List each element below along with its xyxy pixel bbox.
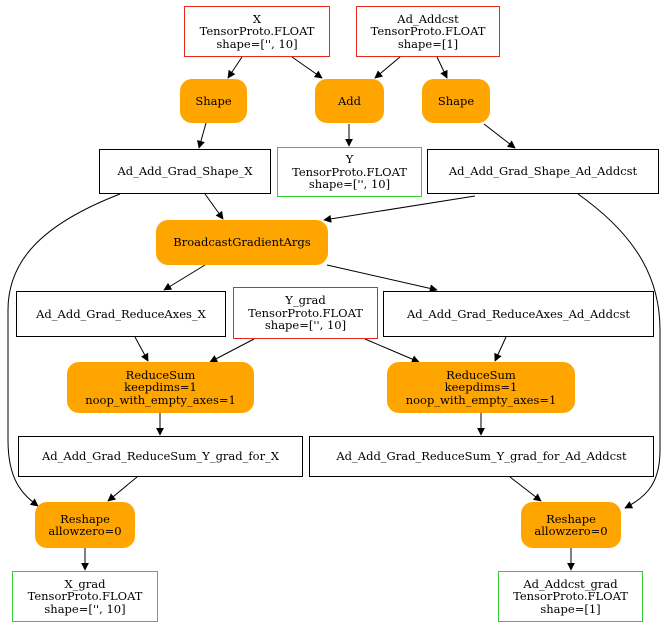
edge-addcst-to-shape-addcst — [436, 56, 448, 79]
node-line: Ad_Addcst — [397, 11, 459, 26]
reshape-x-op-node[interactable]: Reshape allowzero=0 — [35, 502, 135, 548]
shape-addcst-op-node[interactable]: Shape — [422, 79, 490, 123]
broadcast-gradient-args-op-node[interactable]: BroadcastGradientArgs — [156, 220, 328, 265]
node-line: TensorProto.FLOAT — [199, 24, 315, 39]
node-line: BroadcastGradientArgs — [173, 235, 311, 250]
node-line: ReduceSum — [125, 367, 196, 382]
reducesum-y-grad-for-x-node[interactable]: Ad_Add_Grad_ReduceSum_Y_grad_for_X — [18, 436, 303, 477]
ad-addcst-grad-output-node[interactable]: Ad_Addcst_grad TensorProto.FLOAT shape=[… — [498, 571, 643, 622]
node-line: noop_with_empty_axes=1 — [85, 392, 236, 407]
node-line: Ad_Add_Grad_ReduceSum_Y_grad_for_X — [41, 449, 280, 464]
node-line: noop_with_empty_axes=1 — [405, 392, 557, 407]
node-line: shape=['', 10] — [308, 177, 391, 192]
node-line: Add — [337, 93, 362, 108]
node-line: Shape — [437, 93, 475, 108]
node-line: shape=[1] — [397, 36, 459, 51]
node-line: keepdims=1 — [444, 380, 518, 395]
node-line: TensorProto.FLOAT — [513, 589, 628, 604]
node-line: allowzero=0 — [48, 524, 122, 538]
edge-result-x-to-reshape-x — [107, 476, 138, 502]
node-line: TensorProto.FLOAT — [248, 305, 363, 320]
node-line: shape=['', 10] — [44, 601, 126, 616]
node-line: shape=['', 10] — [264, 318, 347, 333]
node-line: Ad_Add_Grad_ReduceAxes_X — [36, 306, 206, 321]
node-line: shape=['', 10] — [216, 36, 298, 51]
grad-shape-addcst-node[interactable]: Ad_Add_Grad_Shape_Ad_Addcst — [427, 149, 659, 194]
reduce-axes-addcst-node[interactable]: Ad_Add_Grad_ReduceAxes_Ad_Addcst — [383, 291, 654, 337]
edge-result-addcst-to-reshape-addcst — [509, 476, 542, 502]
node-line: TensorProto.FLOAT — [292, 164, 407, 179]
add-op-node[interactable]: Add — [315, 79, 384, 123]
node-line: allowzero=0 — [534, 524, 608, 538]
node-line: TensorProto.FLOAT — [27, 589, 143, 604]
node-line: TensorProto.FLOAT — [370, 24, 486, 39]
reduce-axes-x-node[interactable]: Ad_Add_Grad_ReduceAxes_X — [16, 291, 226, 337]
node-line: Ad_Addcst_grad — [523, 576, 618, 591]
reducesum-x-op-node[interactable]: ReduceSum keepdims=1 noop_with_empty_axe… — [67, 362, 254, 413]
edge-x-to-add — [291, 56, 323, 79]
y-output-node[interactable]: Y TensorProto.FLOAT shape=['', 10] — [277, 147, 422, 197]
shape-x-op-node[interactable]: Shape — [180, 79, 247, 123]
edge-reduce-axes-addcst-to-reducesum-addcst — [494, 336, 507, 362]
edge-addcst-to-add — [374, 56, 401, 79]
node-line: Ad_Add_Grad_Shape_X — [117, 164, 253, 179]
edge-grad-shape-addcst-to-reshape-addcst — [577, 193, 661, 509]
edge-broadcast-to-reduce-axes-x — [163, 264, 206, 291]
node-line: Y — [345, 152, 354, 167]
reducesum-y-grad-for-addcst-node[interactable]: Ad_Add_Grad_ReduceSum_Y_grad_for_Ad_Addc… — [309, 436, 654, 477]
y-grad-input-node[interactable]: Y_grad TensorProto.FLOAT shape=['', 10] — [233, 287, 378, 339]
edge-y-grad-to-reducesum-addcst — [364, 338, 420, 363]
grad-shape-x-node[interactable]: Ad_Add_Grad_Shape_X — [99, 149, 271, 194]
node-line: X_grad — [64, 576, 106, 591]
node-line: Shape — [195, 93, 232, 108]
edge-y-grad-to-reducesum-x — [209, 338, 255, 363]
x-input-node[interactable]: X TensorProto.FLOAT shape=['', 10] — [184, 6, 330, 57]
node-line: Y_grad — [285, 293, 326, 308]
node-line: Ad_Add_Grad_ReduceSum_Y_grad_for_Ad_Addc… — [336, 449, 627, 464]
node-line: shape=[1] — [540, 601, 601, 616]
node-line: Ad_Add_Grad_Shape_Ad_Addcst — [448, 164, 638, 179]
edge-broadcast-to-reduce-axes-addcst — [326, 264, 438, 293]
edge-grad-shape-x-to-broadcast — [204, 193, 224, 220]
edge-grad-shape-x-to-reshape-x — [7, 193, 121, 507]
x-grad-output-node[interactable]: X_grad TensorProto.FLOAT shape=['', 10] — [12, 571, 158, 622]
reducesum-addcst-op-node[interactable]: ReduceSum keepdims=1 noop_with_empty_axe… — [387, 362, 575, 413]
node-line: X — [252, 11, 262, 26]
ad-addcst-input-node[interactable]: Ad_Addcst TensorProto.FLOAT shape=[1] — [356, 6, 500, 57]
edge-shape-addcst-to-grad-shape-addcst — [483, 123, 516, 149]
node-line: Reshape — [546, 511, 596, 526]
node-line: Reshape — [60, 511, 110, 526]
node-line: ReduceSum — [446, 367, 516, 382]
node-line: keepdims=1 — [124, 380, 197, 395]
reshape-addcst-op-node[interactable]: Reshape allowzero=0 — [521, 502, 621, 548]
edge-reduce-axes-x-to-reducesum-x — [134, 336, 149, 362]
edge-shape-x-to-grad-shape-x — [197, 122, 207, 149]
node-line: Ad_Add_Grad_ReduceAxes_Ad_Addcst — [407, 306, 630, 321]
edge-grad-shape-addcst-to-broadcast — [323, 195, 476, 223]
edge-x-to-shape-x — [227, 56, 243, 79]
